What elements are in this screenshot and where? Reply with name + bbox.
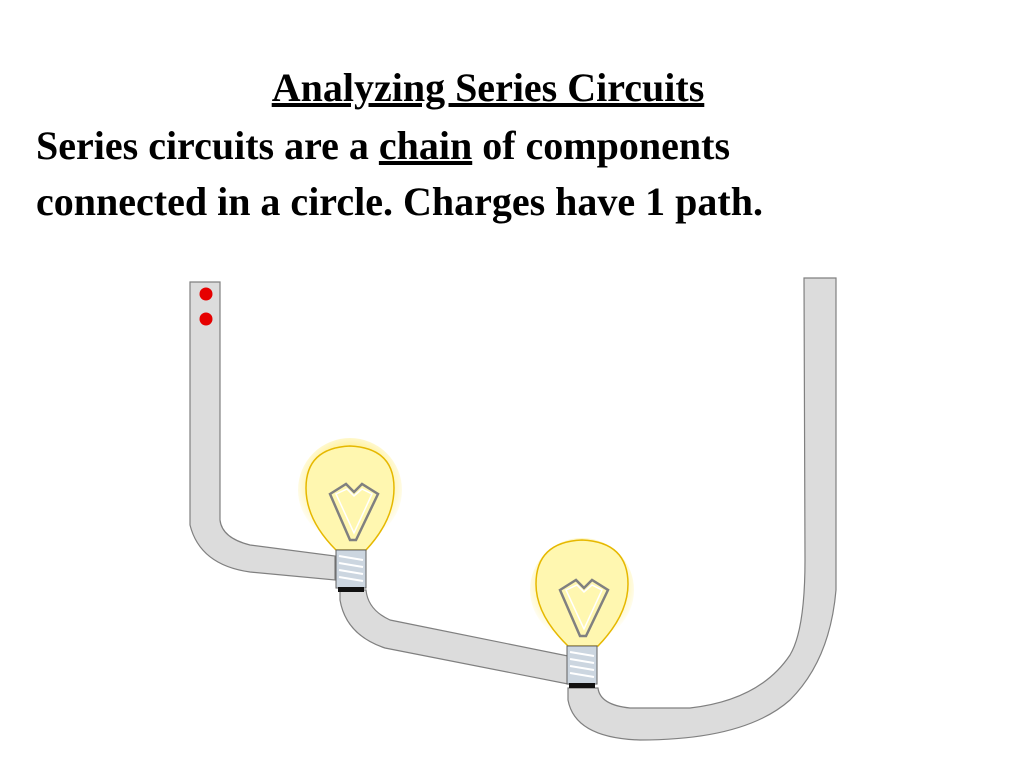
charge-dot <box>199 287 213 301</box>
body-line-1-end: of components <box>472 123 731 168</box>
wire-left <box>189 281 336 581</box>
slide-title: Analyzing Series Circuits <box>271 65 705 110</box>
light-bulb-2 <box>530 538 634 688</box>
body-line-1: Series circuits are a chain of component… <box>36 118 996 174</box>
charge-dot <box>199 312 213 326</box>
filament <box>558 578 610 638</box>
light-bulb-1 <box>298 438 402 592</box>
chain-keyword: chain <box>378 123 473 168</box>
slide-body: Series circuits are a chain of component… <box>36 118 996 230</box>
body-line-2: connected in a circle. Charges have 1 pa… <box>36 179 763 224</box>
wire-right <box>567 277 837 741</box>
filament <box>328 482 380 542</box>
body-line-1-start: Series circuits are a <box>36 123 379 168</box>
